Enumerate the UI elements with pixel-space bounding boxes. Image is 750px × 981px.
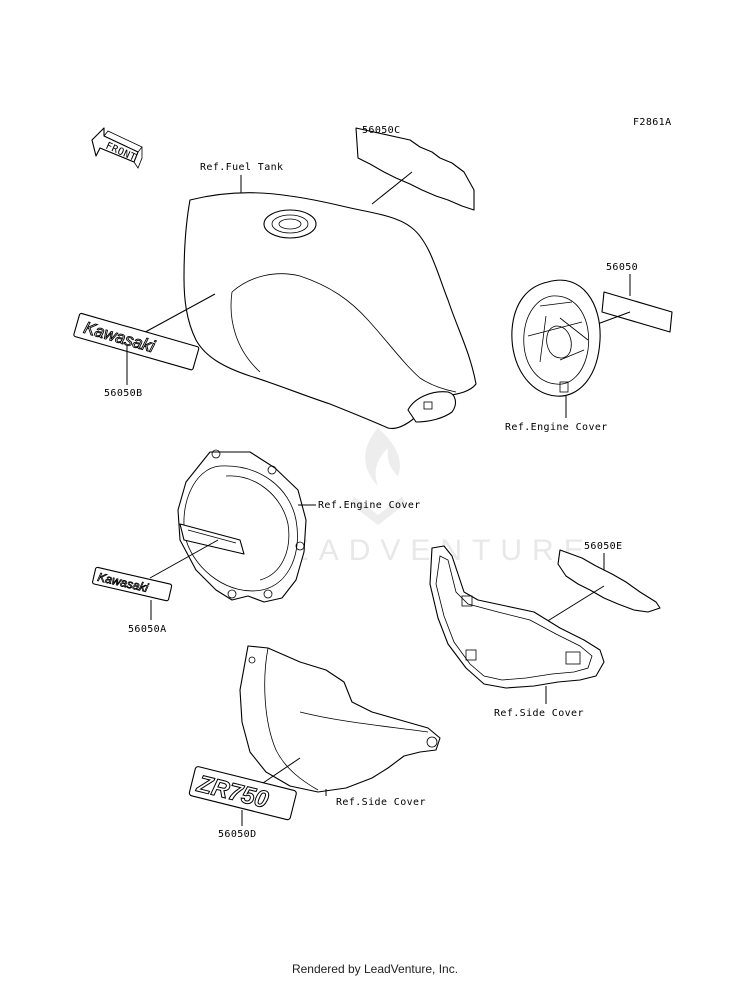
label-56050b: 56050B <box>104 388 143 399</box>
leadventure-watermark: LEADVENTURE <box>262 428 594 567</box>
side-cover-left <box>239 645 441 793</box>
label-ref-engine-cover-right: Ref.Engine Cover <box>505 422 608 433</box>
footer-credit: Rendered by LeadVenture, Inc. <box>291 962 459 976</box>
decal-56050 <box>601 291 673 333</box>
label-56050a: 56050A <box>128 624 167 635</box>
label-ref-fuel-tank: Ref.Fuel Tank <box>200 162 283 173</box>
decal-56050b-kawasaki: Kawasaki <box>73 312 200 371</box>
label-56050: 56050 <box>606 262 638 273</box>
label-56050c: 56050C <box>362 125 401 136</box>
front-arrow-icon: FRONT <box>91 127 143 169</box>
label-ref-side-cover-right: Ref.Side Cover <box>494 708 584 719</box>
watermark-text: LEADVENTURE <box>262 534 594 567</box>
engine-cover-right <box>511 279 601 397</box>
decal-56050e <box>557 549 661 613</box>
diagram-code: F2861A <box>633 117 672 128</box>
label-56050e: 56050E <box>584 541 623 552</box>
engine-cover-left <box>177 449 307 603</box>
label-ref-engine-cover-left: Ref.Engine Cover <box>318 500 421 511</box>
fuel-tank <box>183 192 477 430</box>
label-56050d: 56050D <box>218 829 257 840</box>
label-ref-side-cover-left: Ref.Side Cover <box>336 797 426 808</box>
side-cover-right <box>429 545 605 689</box>
decal-56050c <box>355 127 475 211</box>
